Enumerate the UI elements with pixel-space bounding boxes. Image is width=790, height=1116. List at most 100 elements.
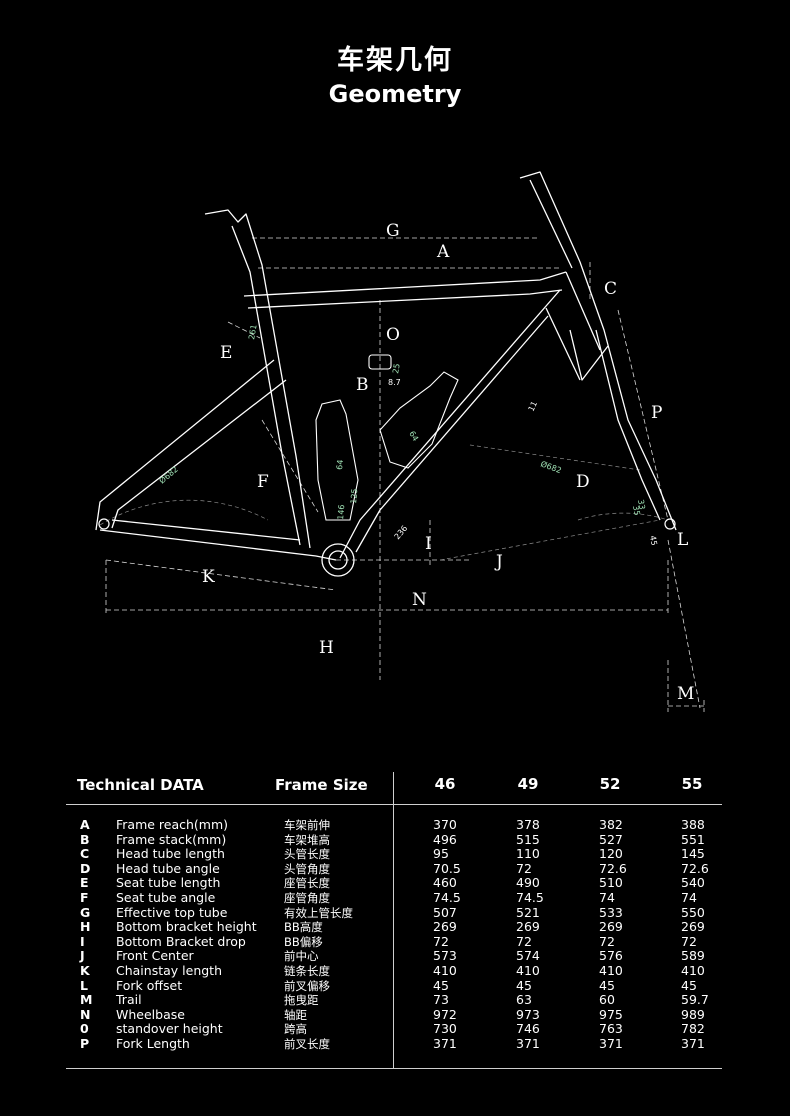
label-J: J xyxy=(494,552,503,572)
size-header: 55 xyxy=(681,775,703,793)
row-value-size-4: 589 xyxy=(681,948,705,964)
row-value-size-1: 70.5 xyxy=(433,860,461,876)
bottom-bracket xyxy=(321,543,355,577)
row-param-en: Head tube angle xyxy=(116,860,220,876)
row-param-cn: BB偏移 xyxy=(284,934,323,949)
row-value-size-4: 551 xyxy=(681,831,705,847)
row-value-size-1: 73 xyxy=(433,992,449,1008)
row-param-cn: BB高度 xyxy=(284,920,323,935)
row-param-en: Bottom bracket height xyxy=(116,919,257,935)
label-I: I xyxy=(425,534,432,554)
label-G: G xyxy=(386,221,400,241)
row-value-size-1: 371 xyxy=(433,1036,457,1051)
dim-682-a: Ø682 xyxy=(157,464,180,486)
row-value-size-2: 746 xyxy=(516,1021,540,1037)
label-O: O xyxy=(386,325,400,345)
row-value-size-2: 63 xyxy=(516,992,532,1008)
row-param-en: Fork Length xyxy=(116,1036,190,1051)
row-value-size-4: 371 xyxy=(681,1036,705,1051)
row-value-size-3: 74 xyxy=(599,890,615,905)
row-key: B xyxy=(80,831,90,847)
row-value-size-4: 45 xyxy=(681,977,697,993)
row-key: N xyxy=(80,1006,91,1022)
dim-682-b: Ø682 xyxy=(539,458,563,475)
row-param-cn: 前叉偏移 xyxy=(284,978,330,993)
row-value-size-4: 540 xyxy=(681,875,705,891)
row-value-size-3: 60 xyxy=(599,992,615,1008)
row-value-size-4: 72 xyxy=(681,933,697,949)
row-value-size-4: 72.6 xyxy=(681,860,709,876)
row-key: H xyxy=(80,919,91,935)
label-E: E xyxy=(220,343,232,363)
row-key: A xyxy=(80,817,90,832)
frame-outline xyxy=(95,171,677,561)
row-value-size-2: 371 xyxy=(516,1036,540,1051)
row-param-en: Wheelbase xyxy=(116,1006,185,1022)
row-key: J xyxy=(80,948,85,964)
row-param-cn: 轴距 xyxy=(284,1007,307,1022)
row-value-size-2: 45 xyxy=(516,977,532,993)
row-param-cn: 车架前伸 xyxy=(284,818,330,832)
row-value-size-3: 763 xyxy=(599,1021,623,1037)
dim-64-b: 64 xyxy=(335,459,345,470)
label-H: H xyxy=(319,638,334,658)
row-value-size-2: 72 xyxy=(516,860,532,876)
row-value-size-1: 460 xyxy=(433,875,457,891)
row-key: G xyxy=(80,904,91,920)
row-value-size-3: 382 xyxy=(599,817,623,832)
row-param-cn: 座管长度 xyxy=(284,876,330,891)
row-key: C xyxy=(80,846,90,862)
row-key: K xyxy=(80,963,90,978)
row-value-size-1: 730 xyxy=(433,1021,457,1037)
row-value-size-3: 72.6 xyxy=(599,860,627,876)
row-param-cn: 座管角度 xyxy=(284,891,330,905)
row-param-cn: 前中心 xyxy=(284,949,319,964)
dim-8-7: 8.7 xyxy=(388,378,401,387)
row-param-cn: 前叉长度 xyxy=(284,1037,330,1051)
column-divider xyxy=(393,772,394,1068)
row-value-size-3: 510 xyxy=(599,875,623,891)
row-value-size-1: 45 xyxy=(433,977,449,993)
row-value-size-2: 574 xyxy=(516,948,540,964)
label-L: L xyxy=(677,530,688,550)
row-value-size-2: 515 xyxy=(516,831,540,847)
row-key: M xyxy=(80,992,93,1008)
dimension-guides xyxy=(105,237,705,712)
row-param-en: Frame reach(mm) xyxy=(116,817,229,832)
measurement-labels: G A C O E B P F D I L J K N H M xyxy=(202,221,694,704)
dim-64-a: 64 xyxy=(407,430,420,443)
dropouts xyxy=(98,518,676,530)
page-title-cn: 车架几何 xyxy=(337,45,453,76)
dim-261: 261 xyxy=(247,324,259,341)
dim-25: 25 xyxy=(391,363,402,375)
dim-146: 146 xyxy=(336,504,346,520)
row-param-en: Front Center xyxy=(116,948,194,964)
row-value-size-3: 72 xyxy=(599,933,615,949)
row-value-size-1: 370 xyxy=(433,817,457,832)
row-key: I xyxy=(80,933,85,949)
label-K: K xyxy=(202,567,215,587)
row-value-size-2: 72 xyxy=(516,933,532,949)
row-value-size-3: 576 xyxy=(599,948,623,964)
dim-45: 45 xyxy=(648,535,659,547)
label-A: A xyxy=(436,242,450,262)
row-value-size-1: 410 xyxy=(433,963,457,978)
row-param-cn: 头管长度 xyxy=(284,847,330,862)
row-value-size-3: 975 xyxy=(599,1006,623,1022)
row-key: D xyxy=(80,860,91,876)
row-value-size-1: 74.5 xyxy=(433,890,461,905)
row-value-size-2: 74.5 xyxy=(516,890,544,905)
row-param-en: Trail xyxy=(116,992,142,1008)
row-value-size-3: 45 xyxy=(599,977,615,993)
frame-geometry-diagram: 261 8.7 25 64 64 125 146 236 Ø682 Ø682 1… xyxy=(95,171,705,712)
